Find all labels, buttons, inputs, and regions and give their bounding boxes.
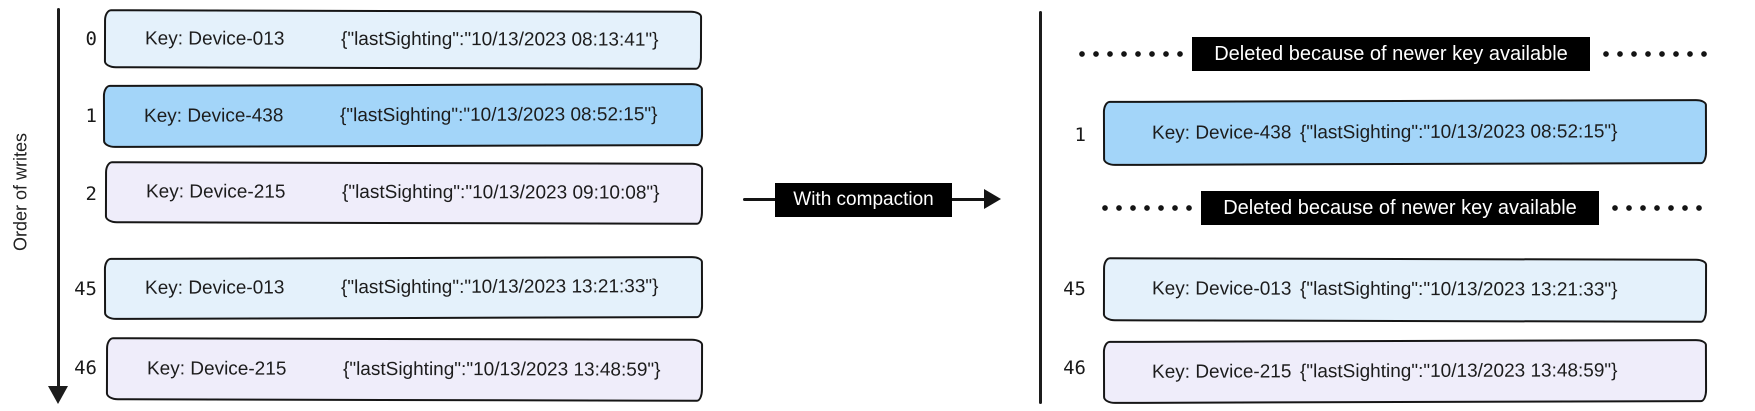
left-row-index-45: 45 [74,278,97,300]
deleted-label: Deleted because of newer key available [1201,191,1599,225]
record-value: {"lastSighting":"10/13/2023 13:48:59"} [1299,359,1618,382]
arrow-right-icon [984,189,1001,209]
arrow-down-icon [48,386,68,404]
record-value: {"lastSighting":"10/13/2023 13:48:59"} [342,358,661,381]
left-row-index-2: 2 [85,183,97,205]
left-row-index-1: 1 [85,105,97,127]
log-record: Key: Device-215 {"lastSighting":"10/13/2… [104,161,704,225]
deleted-label: Deleted because of newer key available [1192,37,1590,71]
right-row-index-1: 1 [1074,124,1086,146]
log-record: Key: Device-013 {"lastSighting":"10/13/2… [103,256,704,320]
record-value: {"lastSighting":"10/13/2023 13:21:33"} [340,276,659,299]
record-key: Key: Device-013 [1151,278,1292,300]
record-key: Key: Device-013 [144,277,285,299]
record-key: Key: Device-215 [145,181,286,203]
record-key: Key: Device-215 [146,357,287,380]
right-log-axis-line [1039,11,1042,404]
with-compaction-label: With compaction [775,183,952,217]
left-row-index-0: 0 [85,28,97,50]
right-row-index-46: 46 [1063,357,1086,379]
dotted-line [1598,49,1707,59]
record-key: Key: Device-438 [1151,121,1292,144]
record-value: {"lastSighting":"10/13/2023 08:52:15"} [1299,120,1618,143]
right-row-index-45: 45 [1063,278,1086,300]
order-of-writes-axis-line [57,8,60,388]
deleted-record-row: Deleted because of newer key available [1075,37,1707,71]
dotted-line [1075,49,1184,59]
record-value: {"lastSighting":"10/13/2023 09:10:08"} [341,181,660,204]
log-record: Key: Device-215 {"lastSighting":"10/13/2… [105,337,704,402]
record-value: {"lastSighting":"10/13/2023 08:52:15"} [339,103,658,126]
order-of-writes-axis-label: Order of writes [10,132,31,252]
log-record: Key: Device-215 {"lastSighting":"10/13/2… [1102,339,1708,404]
record-key: Key: Device-215 [1151,360,1292,383]
record-value: {"lastSighting":"10/13/2023 13:21:33"} [1299,278,1618,301]
record-key: Key: Device-013 [144,27,285,50]
dotted-line [1098,203,1193,213]
dotted-line [1607,203,1702,213]
log-record: Key: Device-438 {"lastSighting":"10/13/2… [1102,99,1708,166]
record-key: Key: Device-438 [143,104,284,127]
log-record: Key: Device-438 {"lastSighting":"10/13/2… [102,83,704,148]
left-row-index-46: 46 [74,357,97,379]
log-record: Key: Device-013 {"lastSighting":"10/13/2… [103,9,703,70]
record-value: {"lastSighting":"10/13/2023 08:13:41"} [340,28,659,51]
log-record: Key: Device-013 {"lastSighting":"10/13/2… [1102,257,1708,323]
deleted-record-row: Deleted because of newer key available [1098,191,1702,225]
